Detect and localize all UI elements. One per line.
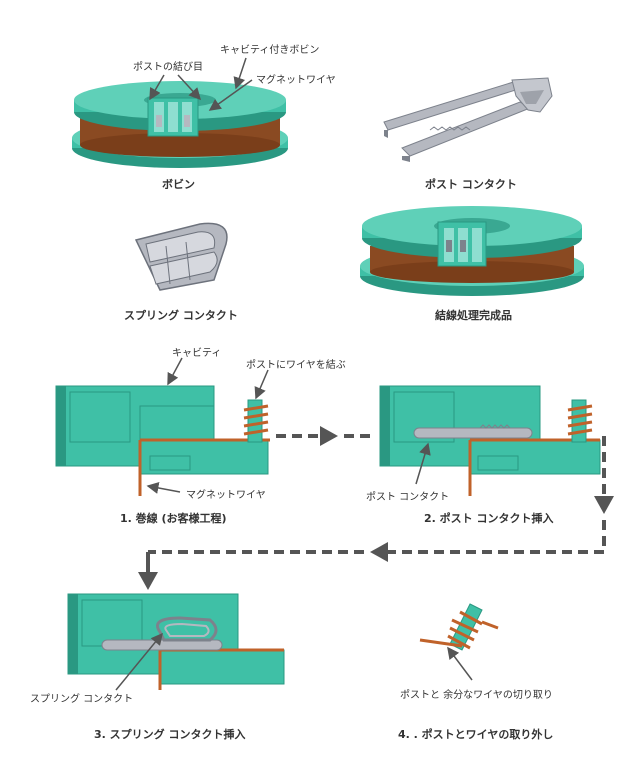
spring-contact-illustration (134, 222, 228, 291)
magnet-wire-label: マグネットワイヤ (256, 75, 336, 86)
step3-spring-contact-label: スプリング コンタクト (30, 694, 134, 705)
spring-contact-caption: スプリング コンタクト (124, 309, 238, 322)
tie-wire-label: ポストにワイヤを結ぶ (246, 360, 346, 371)
cavity-bobbin-label: キャビティ付きボビン (220, 45, 320, 56)
step3-caption: 3. スプリング コンタクト挿入 (94, 728, 246, 741)
step4-illustration (419, 603, 499, 651)
step4-remove-label: ポストと 余分なワイヤの切り取り (400, 690, 553, 701)
bobbin-illustration (72, 81, 288, 168)
post-contact-caption: ポスト コンタクト (425, 178, 517, 191)
step2-caption: 2. ポスト コンタクト挿入 (424, 512, 554, 525)
step1-illustration (55, 385, 270, 496)
step1-magnet-wire-label: マグネットワイヤ (186, 490, 266, 501)
bobbin-caption: ボビン (162, 178, 195, 191)
step4-caption: 4. . ポストとワイヤの取り外し (398, 728, 554, 741)
post-contact-illustration (383, 77, 553, 162)
step2-post-contact-label: ポスト コンタクト (366, 492, 450, 503)
step1-caption: 1. 巻線 (お客様工程) (120, 512, 227, 525)
finished-product-caption: 結線処理完成品 (435, 309, 512, 322)
step2-illustration (379, 385, 601, 496)
post-knot-label: ポストの結び目 (133, 62, 203, 73)
step3-illustration (67, 593, 285, 690)
cavity-label: キャビティ (172, 348, 222, 359)
finished-product-illustration (360, 206, 584, 296)
